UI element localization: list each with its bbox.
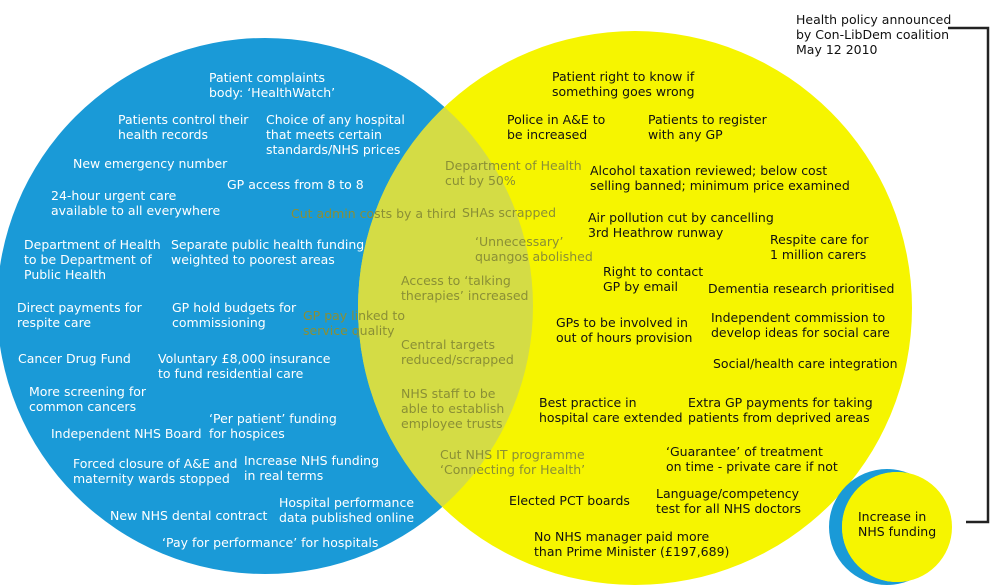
yellow-item: Respite care for 1 million carers [770,232,869,262]
small-circle-label: Increase in NHS funding [858,509,937,539]
blue-item: Voluntary £8,000 insurance to fund resid… [158,351,331,381]
yellow-item: Patients to register with any GP [648,112,767,142]
yellow-item: Extra GP payments for taking patients fr… [688,395,873,425]
yellow-circle [358,31,912,585]
blue-item: Patient complaints body: ‘HealthWatch’ [209,70,336,100]
blue-item: Hospital performance data published onli… [279,495,415,525]
policy-note: Health policy announced by Con-LibDem co… [796,12,952,57]
yellow-item: Alcohol taxation reviewed; below cost se… [590,163,850,193]
yellow-item: Air pollution cut by cancelling 3rd Heat… [588,210,774,240]
overlap-item: Cut NHS IT programme ‘Connecting for Hea… [440,447,586,477]
yellow-item: Language/competency test for all NHS doc… [656,486,802,516]
yellow-item: Dementia research prioritised [708,281,895,296]
bracket-line [948,26,990,524]
blue-item: More screening for common cancers [29,384,147,414]
blue-item: Increase NHS funding in real terms [244,453,380,483]
blue-item: 24-hour urgent care available to all eve… [51,188,221,218]
yellow-item: No NHS manager paid more than Prime Mini… [534,529,730,559]
overlap-item: Access to ‘talking therapies’ increased [401,273,529,303]
blue-item: Choice of any hospital that meets certai… [266,112,405,157]
yellow-item: Elected PCT boards [509,493,630,508]
blue-item: Separate public health funding weighted … [171,237,365,267]
blue-item: ‘Pay for performance’ for hospitals [162,535,379,550]
overlap-item: GP pay linked to service quality [303,308,405,338]
small-overlap-region [842,472,945,582]
yellow-item: Police in A&E to be increased [507,112,606,142]
overlap-item: Department of Health cut by 50% [445,158,582,188]
yellow-item: Right to contact GP by email [603,264,704,294]
blue-item: Forced closure of A&E and maternity ward… [73,456,238,486]
blue-item: GP access from 8 to 8 [227,177,364,192]
yellow-item: ‘Guarantee’ of treatment on time - priva… [666,444,838,474]
blue-item: Cancer Drug Fund [18,351,131,366]
yellow-item: Independent commission to develop ideas … [711,310,890,340]
blue-item: Independent NHS Board [51,426,202,441]
overlap-item: SHAs scrapped [462,205,557,220]
overlap-item: NHS staff to be able to establish employ… [401,386,505,431]
yellow-item: GPs to be involved in out of hours provi… [556,315,693,345]
yellow-item: Patient right to know if something goes … [552,69,695,99]
blue-item: ‘Per patient’ funding for hospices [209,411,337,441]
overlap-item: Central targets reduced/scrapped [401,337,514,367]
overlap-item: Cut admin costs by a third [291,206,457,221]
blue-item: Patients control their health records [118,112,249,142]
blue-item: New emergency number [73,156,228,171]
overlap-item: ‘Unnecessary’ quangos abolished [475,234,593,264]
blue-item: New NHS dental contract [110,508,268,523]
blue-item: Department of Health to be Department of… [24,237,161,282]
blue-item: GP hold budgets for commissioning [172,300,297,330]
blue-item: Direct payments for respite care [17,300,142,330]
yellow-item: Best practice in hospital care extended [539,395,683,425]
yellow-item: Social/health care integration [713,356,898,371]
